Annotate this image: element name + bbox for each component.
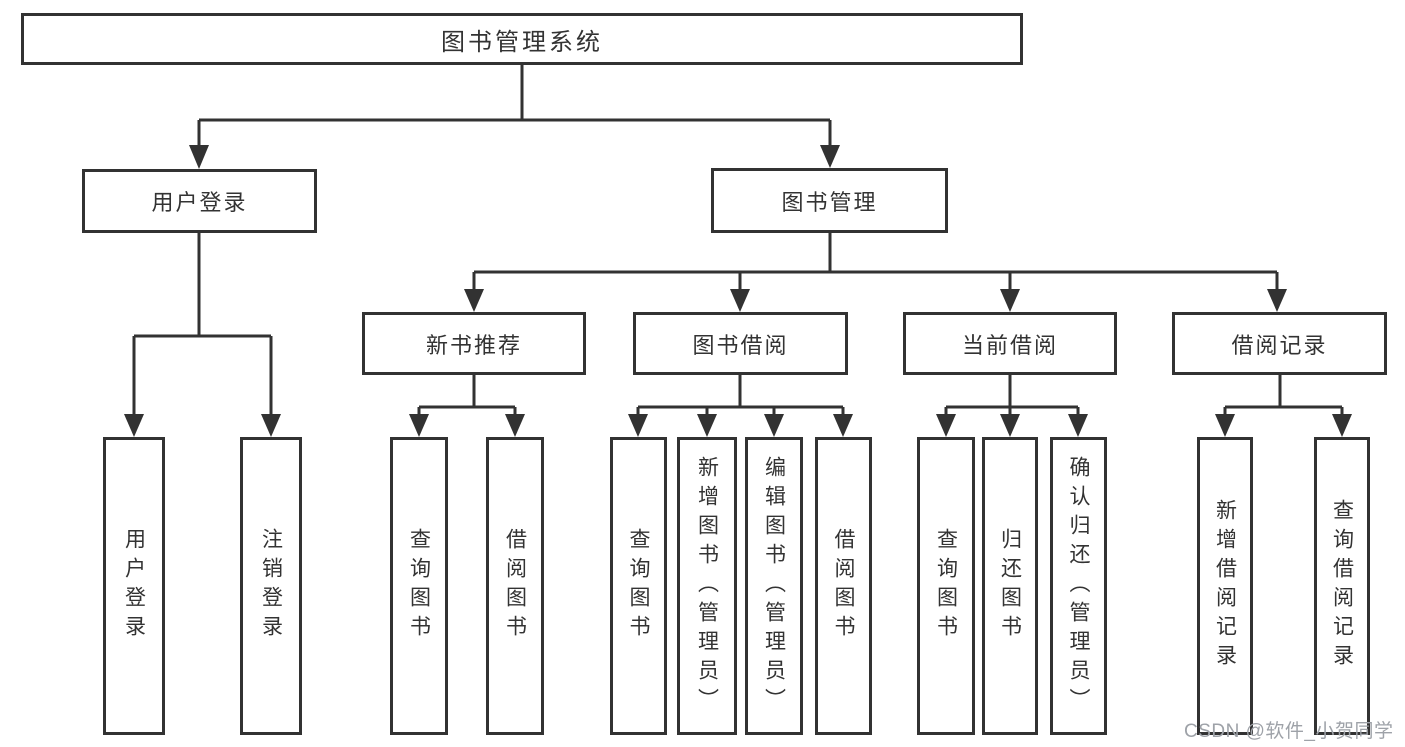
arrow-icon <box>1000 289 1020 312</box>
arrow-icon <box>936 414 956 437</box>
edge-book-management-group <box>472 233 1279 291</box>
node-label: 图书借阅 <box>692 332 789 358</box>
node-label: 新增图书（管理员） <box>695 455 719 717</box>
node-label: 图书管理 <box>781 189 878 215</box>
edge-new-book-group <box>417 375 517 416</box>
node-new-book-recommend: 新书推荐 <box>362 312 586 375</box>
arrow-icon <box>820 145 840 168</box>
node-label: 编辑图书（管理员） <box>762 455 786 717</box>
node-current-borrow: 当前借阅 <box>903 312 1117 375</box>
node-book-management: 图书管理 <box>711 168 948 233</box>
leaf-logout: 注销登录 <box>240 437 302 735</box>
arrow-icon <box>124 414 144 437</box>
arrow-icon <box>764 414 784 437</box>
arrow-icon <box>628 414 648 437</box>
node-label: 图书管理系统 <box>441 28 603 56</box>
arrow-icon <box>464 289 484 312</box>
node-label: 确认归还（管理员） <box>1067 455 1090 717</box>
node-label: 查询借阅记录 <box>1330 499 1354 673</box>
arrowheads <box>124 145 1352 437</box>
watermark: CSDN @软件_小贺同学 <box>1184 721 1394 742</box>
leaf-query-books-current: 查询图书 <box>917 437 975 735</box>
edge-book-borrow-group <box>636 375 845 416</box>
node-label: 新增借阅记录 <box>1213 499 1237 673</box>
arrow-icon <box>833 414 853 437</box>
node-user-login: 用户登录 <box>82 169 317 233</box>
leaf-query-books-borrow: 查询图书 <box>610 437 667 735</box>
node-label: 借阅图书 <box>503 528 527 644</box>
edge-borrow-records-group <box>1223 375 1344 416</box>
arrow-icon <box>409 414 429 437</box>
node-book-borrow: 图书借阅 <box>633 312 848 375</box>
node-library-system: 图书管理系统 <box>21 13 1023 65</box>
leaf-add-book-admin: 新增图书（管理员） <box>677 437 737 735</box>
node-label: 新书推荐 <box>425 332 522 358</box>
edge-current-borrow-group <box>944 375 1080 416</box>
leaf-borrow-books: 借阅图书 <box>815 437 872 735</box>
node-label: 用户登录 <box>122 528 146 644</box>
node-borrow-records: 借阅记录 <box>1172 312 1387 375</box>
node-label: 借阅图书 <box>832 528 855 644</box>
arrow-icon <box>1267 289 1287 312</box>
leaf-edit-book-admin: 编辑图书（管理员） <box>745 437 803 735</box>
arrow-icon <box>1000 414 1020 437</box>
arrow-icon <box>1332 414 1352 437</box>
node-label: 查询图书 <box>407 528 431 644</box>
arrow-icon <box>261 414 281 437</box>
arrow-icon <box>697 414 717 437</box>
leaf-query-books-recommend: 查询图书 <box>390 437 448 735</box>
node-label: 查询图书 <box>627 528 650 644</box>
edge-root-to-level2 <box>197 65 832 148</box>
node-label: 借阅记录 <box>1231 332 1328 358</box>
leaf-add-borrow-record: 新增借阅记录 <box>1197 437 1253 735</box>
node-label: 当前借阅 <box>961 332 1058 358</box>
node-label: 查询图书 <box>934 528 958 644</box>
arrow-icon <box>1068 414 1088 437</box>
arrow-icon <box>505 414 525 437</box>
leaf-query-borrow-record: 查询借阅记录 <box>1314 437 1370 735</box>
leaf-borrow-books-recommend: 借阅图书 <box>486 437 544 735</box>
arrow-icon <box>1215 414 1235 437</box>
leaf-user-login: 用户登录 <box>103 437 165 735</box>
arrow-icon <box>189 145 209 169</box>
node-label: 注销登录 <box>259 528 283 644</box>
node-label: 归还图书 <box>998 528 1022 644</box>
leaf-confirm-return-admin: 确认归还（管理员） <box>1050 437 1107 735</box>
arrow-icon <box>730 289 750 312</box>
node-label: 用户登录 <box>151 190 248 215</box>
edge-user-login-group <box>132 233 273 416</box>
leaf-return-book: 归还图书 <box>982 437 1038 735</box>
